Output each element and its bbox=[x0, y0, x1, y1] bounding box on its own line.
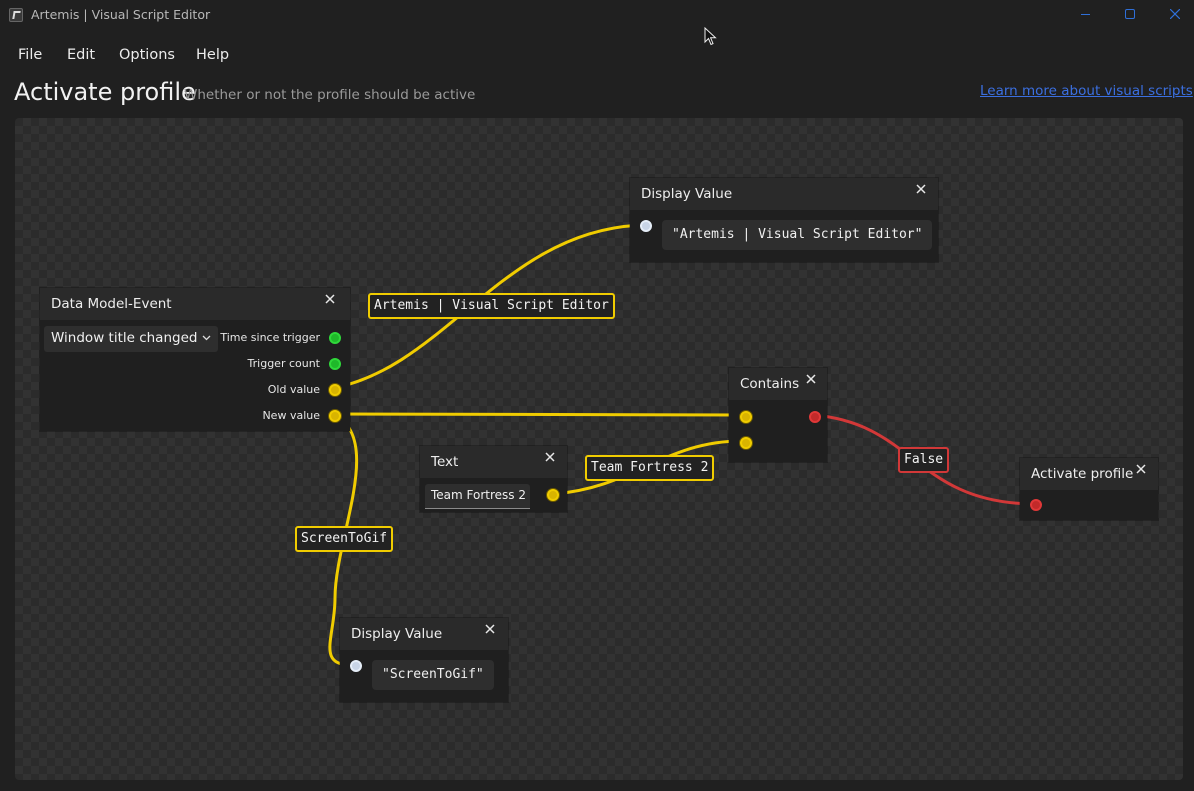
node-data-model-event[interactable]: Data Model-Event Window title changed Ti… bbox=[40, 288, 350, 431]
menu-file[interactable]: File bbox=[18, 47, 43, 63]
wire-new-value-display bbox=[328, 412, 359, 667]
chevron-down-icon bbox=[202, 335, 211, 341]
event-dropdown-value: Window title changed bbox=[51, 330, 198, 346]
display-value-text: "Artemis | Visual Script Editor" bbox=[662, 220, 933, 250]
input-pin-source[interactable] bbox=[740, 411, 752, 423]
output-label-trigger-count: Trigger count bbox=[247, 357, 320, 370]
output-pin-text[interactable] bbox=[547, 489, 559, 501]
node-display-value-top[interactable]: Display Value "Artemis | Visual Script E… bbox=[630, 178, 938, 262]
node-header[interactable]: Display Value bbox=[340, 618, 508, 650]
wire-new-value-contains bbox=[332, 412, 745, 417]
event-dropdown[interactable]: Window title changed bbox=[44, 326, 218, 352]
maximize-icon[interactable] bbox=[1118, 4, 1140, 24]
script-canvas[interactable]: Data Model-Event Window title changed Ti… bbox=[15, 118, 1183, 780]
wire-layer bbox=[328, 223, 1035, 667]
output-label-time-since-trigger: Time since trigger bbox=[220, 331, 320, 344]
artemis-app-icon bbox=[9, 8, 23, 22]
page-title: Activate profile bbox=[14, 78, 196, 106]
node-title: Text bbox=[431, 454, 459, 470]
output-pin-old-value[interactable] bbox=[329, 384, 341, 396]
window-title: Artemis | Visual Script Editor bbox=[31, 7, 211, 22]
input-pin-search[interactable] bbox=[740, 437, 752, 449]
node-close-icon[interactable] bbox=[916, 184, 926, 194]
wire-label-new-value: ScreenToGif bbox=[295, 526, 394, 552]
mouse-cursor-icon bbox=[704, 27, 717, 46]
node-title: Display Value bbox=[641, 186, 733, 202]
node-contains[interactable]: Contains bbox=[729, 368, 827, 462]
output-pin-new-value[interactable] bbox=[329, 410, 341, 422]
wire-label-old-value: Artemis | Visual Script Editor bbox=[368, 293, 615, 319]
menu-help[interactable]: Help bbox=[196, 47, 230, 63]
node-header[interactable]: Data Model-Event bbox=[40, 288, 350, 320]
output-pin-time-since-trigger[interactable] bbox=[329, 332, 341, 344]
menu-edit[interactable]: Edit bbox=[67, 47, 96, 63]
node-close-icon[interactable] bbox=[545, 452, 555, 462]
learn-more-link[interactable]: Learn more about visual scripts bbox=[980, 83, 1193, 99]
output-pin-result[interactable] bbox=[809, 411, 821, 423]
node-title: Contains bbox=[740, 376, 800, 392]
input-pin-value[interactable] bbox=[640, 220, 652, 232]
node-close-icon[interactable] bbox=[485, 624, 495, 634]
output-pin-trigger-count[interactable] bbox=[329, 358, 341, 370]
node-close-icon[interactable] bbox=[325, 294, 335, 304]
minimize-icon[interactable] bbox=[1074, 4, 1096, 24]
title-bar: Artemis | Visual Script Editor bbox=[0, 0, 1194, 30]
node-close-icon[interactable] bbox=[806, 374, 816, 384]
wire-label-contains-result: False bbox=[898, 447, 950, 473]
node-header[interactable]: Display Value bbox=[630, 178, 938, 210]
output-label-new-value: New value bbox=[262, 409, 320, 422]
node-activate-profile[interactable]: Activate profile bbox=[1020, 458, 1158, 520]
node-header[interactable]: Activate profile bbox=[1020, 458, 1158, 490]
wire-label-text-value: Team Fortress 2 bbox=[585, 455, 715, 481]
menu-options[interactable]: Options bbox=[119, 47, 175, 63]
text-value-input[interactable]: Team Fortress 2 bbox=[425, 484, 530, 509]
node-close-icon[interactable] bbox=[1136, 464, 1146, 474]
node-header[interactable]: Contains bbox=[729, 368, 827, 400]
node-text[interactable]: Text Team Fortress 2 bbox=[420, 446, 567, 512]
page-subtitle: Whether or not the profile should be act… bbox=[184, 87, 476, 103]
node-display-value-bottom[interactable]: Display Value "ScreenToGif" bbox=[340, 618, 508, 702]
text-value: Team Fortress 2 bbox=[431, 488, 526, 502]
node-title: Activate profile bbox=[1031, 466, 1134, 482]
node-header[interactable]: Text bbox=[420, 446, 567, 478]
node-title: Data Model-Event bbox=[51, 296, 172, 312]
close-icon[interactable] bbox=[1164, 4, 1186, 24]
display-value-text: "ScreenToGif" bbox=[372, 660, 494, 690]
output-label-old-value: Old value bbox=[267, 383, 320, 396]
input-pin-value[interactable] bbox=[350, 660, 362, 672]
node-title: Display Value bbox=[351, 626, 443, 642]
input-pin-active[interactable] bbox=[1030, 499, 1042, 511]
